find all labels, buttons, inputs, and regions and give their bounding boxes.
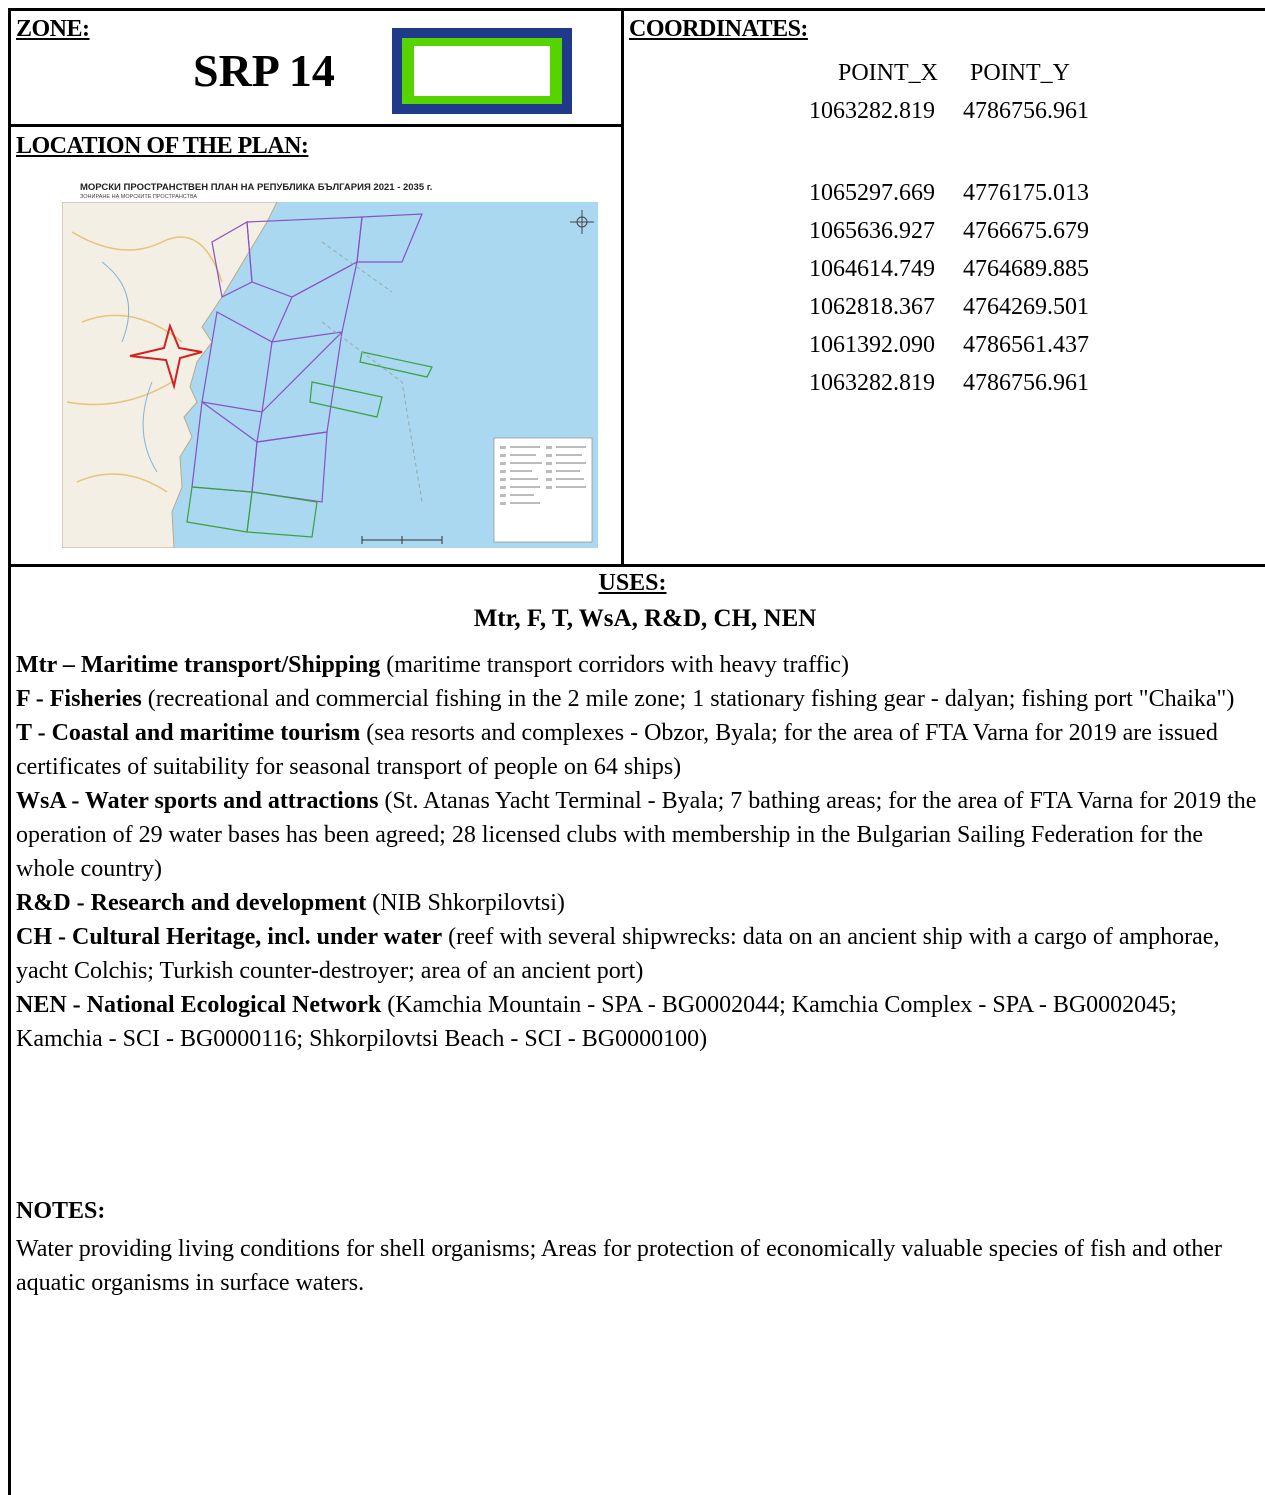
point-x: 1062818.367: [809, 294, 935, 320]
map-legend: [493, 437, 593, 543]
point-x: 1063282.819: [809, 370, 935, 396]
use-description: (reef with several shipwrecks: data on a…: [16, 924, 1220, 984]
use-description: (maritime transport corridors with heavy…: [380, 652, 849, 678]
use-title: R&D - Research and development: [16, 890, 367, 916]
use-item-rd: R&D - Research and development (NIB Shko…: [16, 886, 1261, 920]
uses-codes: Mtr, F, T, WsA, R&D, CH, NEN: [473, 605, 817, 632]
use-title: F - Fisheries: [16, 686, 142, 712]
point-x: 1063282.819: [809, 98, 935, 124]
coordinate-row: 1065297.669 4776175.013: [760, 174, 1160, 212]
zone-swatch-inner: [414, 46, 550, 96]
coordinate-row-empty: [760, 130, 1160, 174]
map-corridors: [321, 241, 423, 503]
coordinate-row: 1063282.819 4786756.961: [760, 92, 1160, 130]
divider-uses: [8, 564, 1265, 567]
point-y: 4786756.961: [963, 370, 1089, 396]
use-item-mtr: Mtr – Maritime transport/Shipping (marit…: [16, 648, 1261, 682]
map-subtitle: ЗОНИРАНЕ НА МОРСКИТЕ ПРОСТРАНСТВА: [80, 194, 198, 200]
header-point-y: POINT_Y: [970, 60, 1070, 86]
notes-label: NOTES:: [16, 1198, 106, 1224]
zone-color-swatch: [392, 28, 572, 114]
use-description: (St. Atanas Yacht Terminal - Byala; 7 ba…: [16, 788, 1257, 882]
use-description: (Kamchia Mountain - SPA - BG0002044; Kam…: [16, 992, 1177, 1052]
point-x: 1064614.749: [809, 256, 935, 282]
map-title: МОРСКИ ПРОСТРАНСТВЕН ПЛАН НА РЕПУБЛИКА Б…: [80, 182, 433, 193]
use-item-t: T - Coastal and maritime tourism (sea re…: [16, 716, 1261, 784]
map-rivers: [101, 261, 158, 473]
header-point-x: POINT_X: [838, 60, 938, 86]
location-label: LOCATION OF THE PLAN:: [16, 133, 309, 159]
use-title: CH - Cultural Heritage, incl. under wate…: [16, 924, 443, 950]
use-item-f: F - Fisheries (recreational and commerci…: [16, 682, 1261, 716]
map-location-marker: [129, 322, 203, 390]
coordinate-row: 1064614.749 4764689.885: [760, 250, 1160, 288]
point-y: 4764269.501: [963, 294, 1089, 320]
use-item-nen: NEN - National Ecological Network (Kamch…: [16, 988, 1261, 1056]
point-x: 1065636.927: [809, 218, 935, 244]
use-item-ch: CH - Cultural Heritage, incl. under wate…: [16, 920, 1261, 988]
use-description: (sea resorts and complexes - Obzor, Byal…: [16, 720, 1218, 780]
use-description: (recreational and commercial fishing in …: [141, 686, 1235, 712]
zone-label: ZONE:: [16, 16, 90, 42]
zone-code: SRP 14: [193, 45, 335, 96]
use-item-wsa: WsA - Water sports and attractions (St. …: [16, 784, 1261, 886]
point-y: 4786756.961: [963, 98, 1089, 124]
location-map: МОРСКИ ПРОСТРАНСТВЕН ПЛАН НА РЕПУБЛИКА Б…: [62, 176, 598, 548]
point-y: 4764689.885: [963, 256, 1089, 282]
point-x: 1065297.669: [809, 180, 935, 206]
point-y: 4786561.437: [963, 332, 1089, 358]
coordinate-row: 1061392.090 4786561.437: [760, 326, 1160, 364]
coordinate-row: 1063282.819 4786756.961: [760, 364, 1160, 402]
use-description: (NIB Shkorpilovtsi): [366, 890, 565, 916]
map-roads: [66, 231, 223, 493]
uses-list: Mtr – Maritime transport/Shipping (marit…: [16, 648, 1261, 1056]
map-compass-icon: [570, 210, 594, 234]
map-scale-bar: [361, 536, 443, 544]
use-title: Mtr – Maritime transport/Shipping: [16, 652, 381, 678]
use-title: NEN - National Ecological Network: [16, 992, 382, 1018]
uses-label: USES:: [598, 570, 667, 596]
point-x: 1061392.090: [809, 332, 935, 358]
map-image: [62, 202, 598, 548]
use-title: T - Coastal and maritime tourism: [16, 720, 361, 746]
map-zones-purple: [191, 213, 423, 503]
map-zones-green: [186, 351, 433, 538]
coordinates-header: POINT_X POINT_Y: [760, 54, 1160, 92]
point-y: 4766675.679: [963, 218, 1089, 244]
coordinate-row: 1065636.927 4766675.679: [760, 212, 1160, 250]
border-top: [8, 8, 1265, 11]
divider-vertical: [621, 8, 624, 567]
border-left: [8, 8, 11, 1495]
use-title: WsA - Water sports and attractions: [16, 788, 379, 814]
coordinate-row: 1062818.367 4764269.501: [760, 288, 1160, 326]
coordinates-table: POINT_X POINT_Y 1063282.819 4786756.961 …: [760, 54, 1160, 402]
point-y: 4776175.013: [963, 180, 1089, 206]
divider-zone-location: [8, 124, 624, 127]
coordinates-label: COORDINATES:: [629, 16, 808, 42]
notes-text: Water providing living conditions for sh…: [16, 1236, 1222, 1296]
